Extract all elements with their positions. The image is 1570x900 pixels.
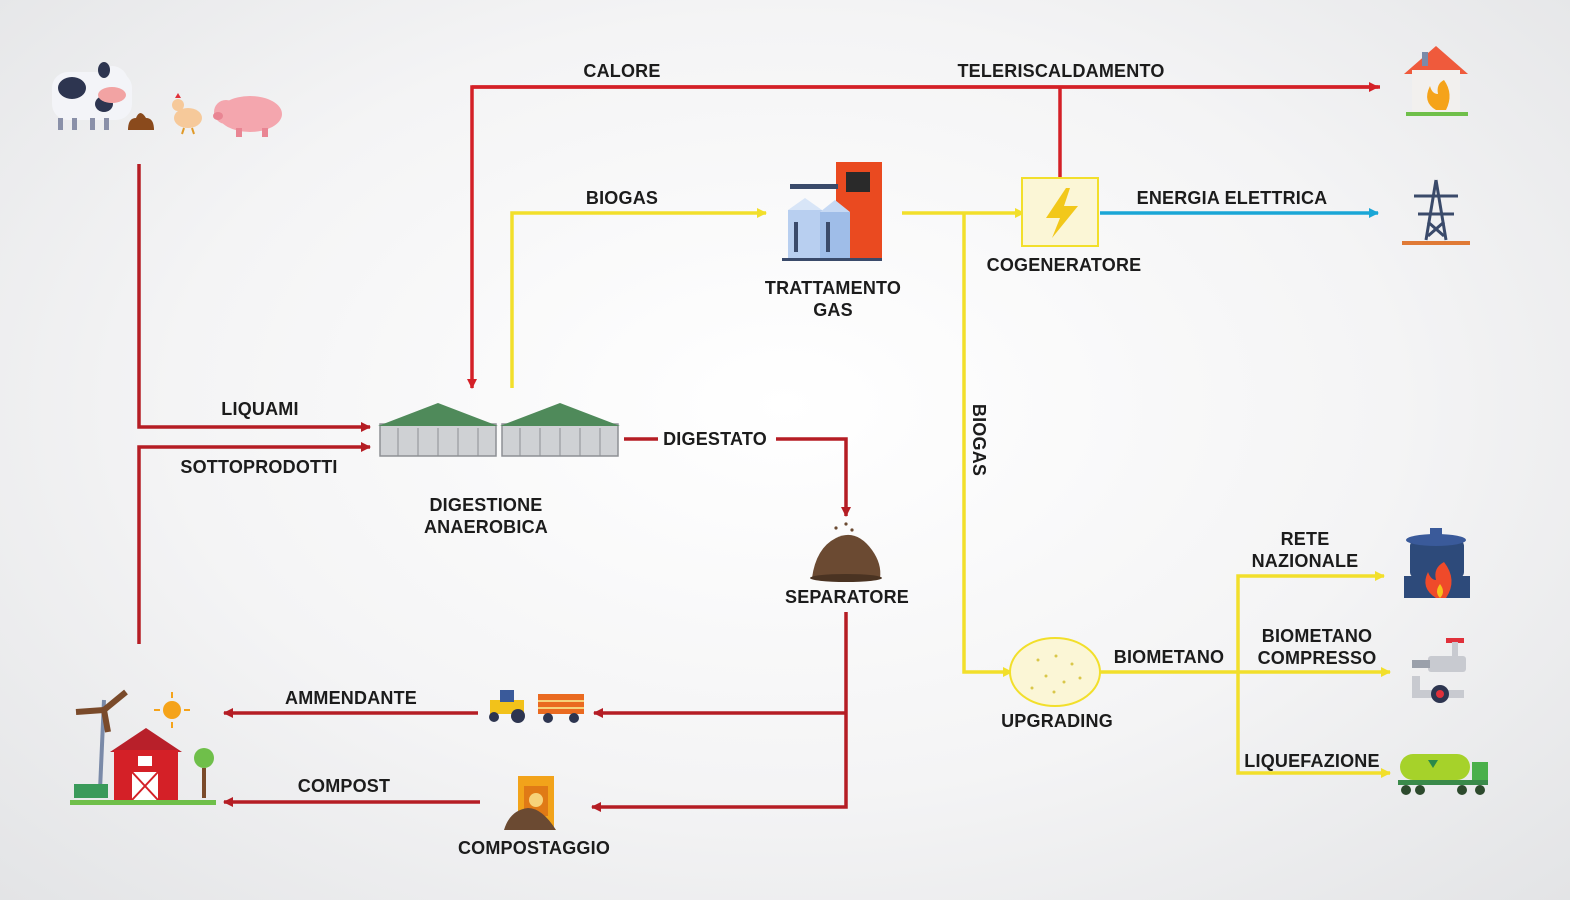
- line-liquami: [137, 164, 371, 432]
- label-energia-elettrica: ENERGIA ELETTRICA: [1137, 188, 1328, 208]
- label-compostaggio: COMPOSTAGGIO: [458, 838, 610, 858]
- lng-tanker-truck-icon: [1398, 754, 1488, 795]
- line-calore: [467, 85, 1380, 389]
- line-sottoprodotti: [137, 442, 371, 644]
- lightning-bolt-icon: [1021, 177, 1099, 247]
- node-labels: TRATTAMENTO GAS COGENERATORE DIGESTIONE …: [424, 255, 1141, 858]
- compressed-gas-valve-icon: [1412, 638, 1466, 703]
- label-biometano-compresso-1: BIOMETANO: [1262, 626, 1372, 646]
- label-rete-nazionale-2: NAZIONALE: [1252, 551, 1359, 571]
- label-biometano: BIOMETANO: [1114, 647, 1224, 667]
- label-liquami: LIQUAMI: [221, 399, 298, 419]
- soil-pile-icon: [810, 522, 882, 582]
- label-digestione-2: ANAEROBICA: [424, 517, 548, 537]
- flow-lines: [137, 82, 1391, 812]
- upgrading-tank-icon: [1009, 637, 1101, 707]
- label-teleriscaldamento: TELERISCALDAMENTO: [957, 61, 1164, 81]
- label-trattamento-gas-2: GAS: [813, 300, 853, 320]
- line-rete-nazionale: [1236, 571, 1385, 672]
- label-separatore: SEPARATORE: [785, 587, 909, 607]
- power-pylon-icon: [1402, 179, 1470, 245]
- line-biogas-to-treatment: [510, 208, 767, 388]
- label-biogas-vertical: BIOGAS: [969, 404, 989, 476]
- label-liquefazione: LIQUEFAZIONE: [1244, 751, 1379, 771]
- label-trattamento-gas-1: TRATTAMENTO: [765, 278, 901, 298]
- compost-bag-icon: [504, 776, 556, 830]
- label-sottoprodotti: SOTTOPRODOTTI: [180, 457, 337, 477]
- flow-labels: CALORE TELERISCALDAMENTO BIOGAS ENERGIA …: [180, 61, 1327, 796]
- farm-barn-icon: [70, 689, 216, 805]
- label-biogas-main: BIOGAS: [586, 188, 658, 208]
- label-calore: CALORE: [583, 61, 660, 81]
- line-separatore-down: [591, 612, 848, 812]
- label-compost: COMPOST: [298, 776, 390, 796]
- label-digestato: DIGESTATO: [663, 429, 767, 449]
- label-digestione-1: DIGESTIONE: [429, 495, 542, 515]
- livestock-icon: [52, 62, 282, 137]
- label-biometano-compresso-2: COMPRESSO: [1258, 648, 1377, 668]
- house-heating-icon: [1404, 46, 1468, 116]
- gas-stove-icon: [1404, 528, 1470, 598]
- label-cogeneratore: COGENERATORE: [987, 255, 1142, 275]
- output-labels: RETE NAZIONALE BIOMETANO COMPRESSO LIQUE…: [1244, 529, 1379, 771]
- label-ammendante: AMMENDANTE: [285, 688, 417, 708]
- gas-treatment-plant-icon: [782, 162, 882, 261]
- line-digestato-b: [776, 437, 851, 517]
- label-rete-nazionale-1: RETE: [1281, 529, 1330, 549]
- digester-domes-icon: [378, 403, 620, 457]
- line-biogas-to-upgrading: [962, 213, 1013, 677]
- line-liquefazione: [1236, 672, 1391, 778]
- tractor-trailer-icon: [489, 690, 584, 723]
- label-upgrading: UPGRADING: [1001, 711, 1113, 731]
